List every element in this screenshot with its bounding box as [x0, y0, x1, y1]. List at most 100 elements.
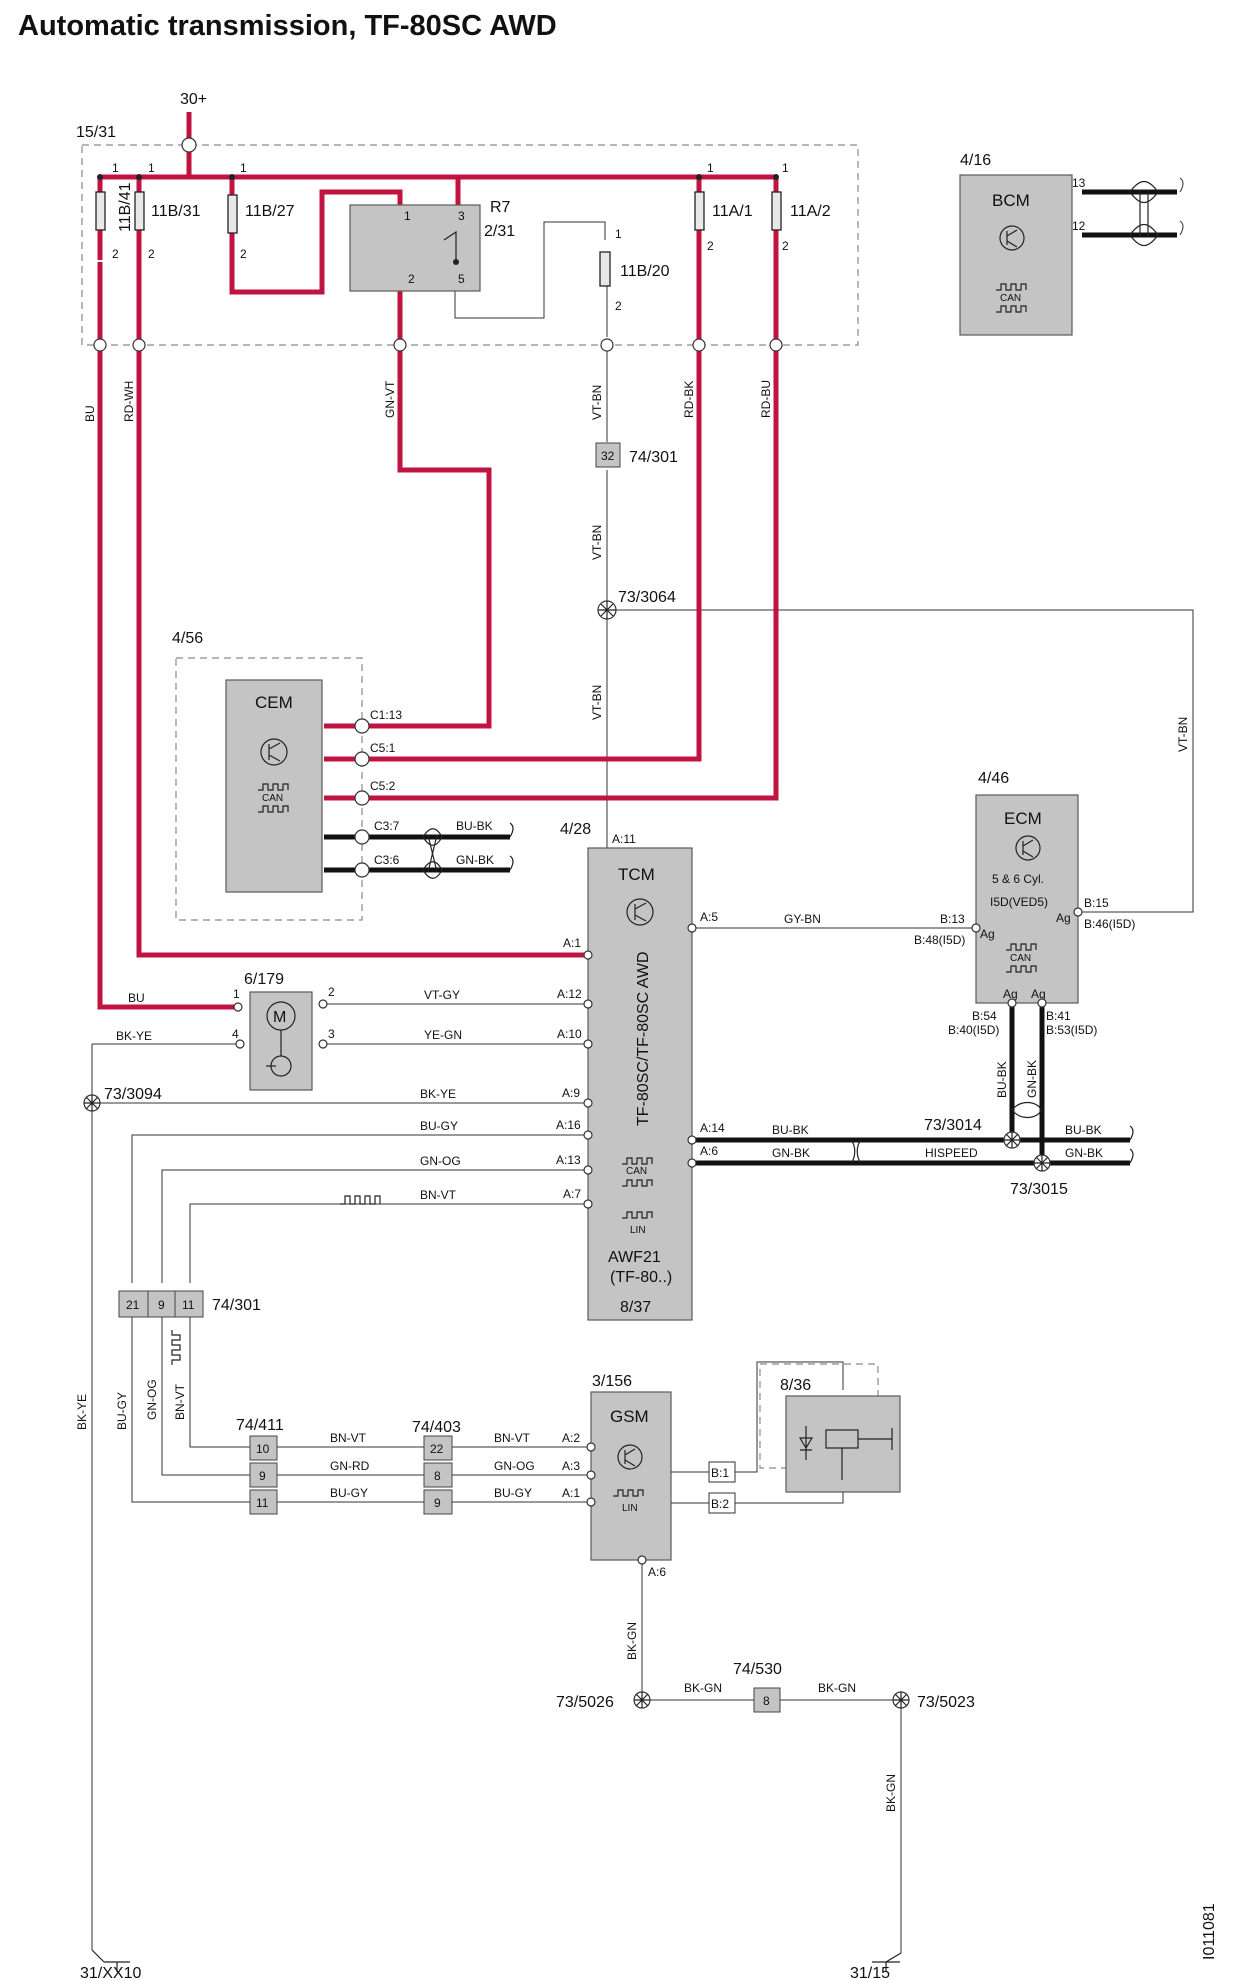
- svg-text:GN-OG: GN-OG: [145, 1379, 159, 1420]
- svg-text:10: 10: [256, 1442, 270, 1456]
- svg-text:BN-VT: BN-VT: [494, 1431, 531, 1445]
- cem-name: CEM: [255, 693, 293, 712]
- bcm-module: 4/16 BCM CAN 13 12: [959, 152, 1159, 336]
- svg-text:Ag: Ag: [980, 927, 995, 941]
- svg-text:73/3064: 73/3064: [618, 589, 676, 606]
- transistor-icon: [1015, 835, 1041, 861]
- svg-text:9: 9: [434, 1496, 441, 1510]
- tcm-bottom-ref: 8/37: [620, 1299, 651, 1316]
- svg-text:1: 1: [782, 161, 789, 175]
- fuse-label-11b-31: 11B/31: [151, 203, 201, 220]
- splice-3015: 73/3015: [1010, 1181, 1068, 1198]
- svg-text:B:41: B:41: [1046, 1009, 1071, 1023]
- lin-signal-icon: [171, 1330, 181, 1365]
- diode-icon: [798, 1426, 814, 1460]
- connector-74-411: 74/411 10 9 11: [236, 1417, 284, 1515]
- svg-text:A:6: A:6: [700, 1144, 718, 1158]
- fuse-11b-31: [134, 191, 145, 231]
- svg-text:GN-BK: GN-BK: [1025, 1060, 1039, 1098]
- svg-text:73/5026: 73/5026: [556, 1694, 614, 1711]
- splice-73-3064: 73/3064: [597, 589, 676, 620]
- svg-text:BU-BK: BU-BK: [456, 819, 493, 833]
- svg-text:9: 9: [259, 1469, 266, 1483]
- connector-74-301-mid: 21 9 11 74/301: [118, 1290, 261, 1365]
- svg-text:A:10: A:10: [557, 1027, 582, 1041]
- svg-text:BU-BK: BU-BK: [772, 1123, 809, 1137]
- svg-text:RD-BK: RD-BK: [682, 381, 696, 418]
- svg-text:73/3094: 73/3094: [104, 1086, 162, 1103]
- svg-text:C3:6: C3:6: [374, 853, 400, 867]
- svg-text:Ag: Ag: [1031, 987, 1046, 1001]
- svg-text:BU: BU: [128, 991, 145, 1005]
- transistor-icon: [626, 898, 654, 926]
- lin-signal-icon: [340, 1195, 381, 1205]
- svg-text:B:48(I5D): B:48(I5D): [914, 933, 965, 947]
- svg-text:BU-GY: BU-GY: [330, 1486, 368, 1500]
- hispeed-bus: 73/3014 73/3015 HISPEED BU-BK GN-BK: [924, 1117, 1134, 1198]
- switch-8-36: 8/36: [759, 1363, 901, 1493]
- relay-r7: [349, 204, 481, 292]
- fuse-label-11a-2: 11A/2: [790, 203, 831, 220]
- svg-text:73/5023: 73/5023: [917, 1694, 975, 1711]
- svg-text:B:53(I5D): B:53(I5D): [1046, 1023, 1097, 1037]
- svg-text:A:1: A:1: [563, 936, 581, 950]
- svg-text:B:54: B:54: [972, 1009, 997, 1023]
- connector-74-530: 74/530 8 BK-GN BK-GN BK-GN: [684, 1661, 898, 1812]
- svg-text:A:14: A:14: [700, 1121, 725, 1135]
- can-signal-icon: [622, 1157, 653, 1165]
- tcm-vertical-label: TF-80SC/TF-80SC AWD: [635, 951, 652, 1126]
- splice-73-5023: 73/5023: [892, 1691, 975, 1711]
- ground-left: 31/XX10: [80, 1949, 141, 1980]
- svg-text:3: 3: [328, 1027, 335, 1041]
- svg-text:BK-GN: BK-GN: [818, 1681, 856, 1695]
- svg-text:9: 9: [158, 1298, 165, 1312]
- svg-text:74/301: 74/301: [629, 449, 678, 466]
- svg-text:A:5: A:5: [700, 910, 718, 924]
- svg-text:74/411: 74/411: [236, 1417, 284, 1434]
- connector-74-403: 74/403 22 8 9: [412, 1419, 461, 1515]
- bcm-ref: 4/16: [960, 152, 991, 169]
- svg-text:BK-GN: BK-GN: [884, 1774, 898, 1812]
- svg-text:B:2: B:2: [711, 1497, 729, 1511]
- svg-text:VT-BN: VT-BN: [590, 385, 604, 420]
- svg-text:5 & 6 Cyl.: 5 & 6 Cyl.: [992, 872, 1044, 886]
- motor-ref: 6/179: [244, 971, 284, 988]
- lin-signal-icon: [613, 1489, 644, 1497]
- relay-ref: 2/31: [484, 223, 515, 240]
- transistor-icon: [617, 1444, 643, 1470]
- svg-text:A:16: A:16: [556, 1118, 581, 1132]
- ecm-ref: 4/46: [978, 770, 1009, 787]
- supply-label: 30+: [180, 91, 207, 108]
- svg-text:B:15: B:15: [1084, 896, 1109, 910]
- tcm-module: 4/28 A:11 TCM TF-80SC/TF-80SC AWD CAN LI…: [340, 821, 862, 1321]
- svg-text:RD-WH: RD-WH: [122, 381, 136, 422]
- svg-text:1: 1: [615, 227, 622, 241]
- transistor-icon: [260, 738, 288, 766]
- svg-text:C5:2: C5:2: [370, 779, 396, 793]
- svg-text:BU: BU: [83, 405, 97, 422]
- svg-text:A:7: A:7: [563, 1187, 581, 1201]
- svg-text:B:13: B:13: [940, 912, 965, 926]
- svg-text:BK-GN: BK-GN: [625, 1622, 639, 1660]
- fuse-11b-27: [227, 194, 238, 234]
- svg-text:31/15: 31/15: [850, 1965, 890, 1980]
- svg-text:1: 1: [233, 987, 240, 1001]
- svg-text:VT-BN: VT-BN: [590, 525, 604, 560]
- tcm-model-sub: (TF-80..): [610, 1269, 672, 1286]
- svg-text:C1:13: C1:13: [370, 708, 402, 722]
- svg-text:2: 2: [707, 239, 714, 253]
- gsm-name: GSM: [610, 1407, 649, 1426]
- svg-text:1: 1: [112, 161, 119, 175]
- can-signal-icon: [996, 283, 1027, 291]
- top-wire-labels: BU RD-WH GN-VT VT-BN RD-BK RD-BU VT-BN V…: [83, 380, 1190, 752]
- svg-text:A:9: A:9: [562, 1086, 580, 1100]
- svg-text:GN-RD: GN-RD: [330, 1459, 370, 1473]
- svg-text:CAN: CAN: [262, 793, 283, 804]
- ecm-name: ECM: [1004, 809, 1042, 828]
- svg-text:VT-BN: VT-BN: [590, 685, 604, 720]
- thin-wires: [91, 177, 1194, 1953]
- svg-text:M: M: [273, 1009, 286, 1026]
- svg-text:Ag: Ag: [1003, 987, 1018, 1001]
- svg-text:1: 1: [240, 161, 247, 175]
